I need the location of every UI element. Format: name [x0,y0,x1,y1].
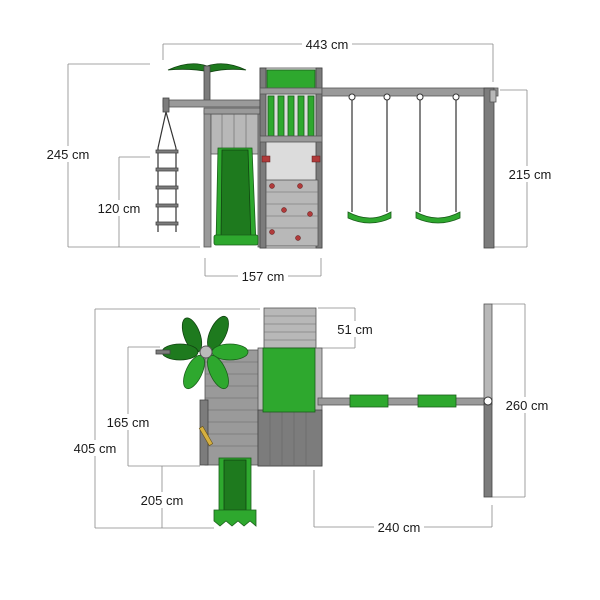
dim-lower-depth: 165 cm [104,346,200,467]
ladder-arm [162,99,264,108]
dim-total-height: 245 cm [44,63,200,248]
dim-swing-beam-length: 240 cm [313,470,493,535]
dim-tower-depth: 51 cm [318,307,377,349]
rope-ladder [155,111,179,232]
dim-tower-width: 157 cm [204,258,322,284]
dim-ladder-height: 120 cm [96,156,150,247]
swing-1 [347,93,392,224]
dim-tower-width-label: 157 cm [242,269,285,284]
dim-tower-depth-label: 51 cm [337,322,372,337]
dim-lower-depth-label: 165 cm [107,415,150,430]
canopy [167,63,247,107]
dim-total-width-label: 443 cm [306,37,349,52]
tower-top-planks [263,307,317,349]
dim-slide-length: 205 cm [138,466,186,528]
dim-total-height-label: 245 cm [47,147,90,162]
dim-total-depth-label: 405 cm [74,441,117,456]
dim-swing-beam-length-label: 240 cm [378,520,421,535]
dim-total-depth: 405 cm [70,308,260,529]
handle [198,425,214,447]
dim-ladder-height-label: 120 cm [98,201,141,216]
dim-total-width: 443 cm [162,36,494,82]
slide-front [213,147,259,246]
dim-swing-height-label: 215 cm [509,167,552,182]
upper-tower [259,67,323,249]
upper-platform [257,347,323,467]
dim-swing-frame-width: 260 cm [492,303,553,498]
slide-top [213,457,257,527]
front-view: 443 cm 245 cm 120 cm 215 cm [44,36,555,284]
dim-swing-frame-width-label: 260 cm [506,398,549,413]
dim-swing-height: 215 cm [493,89,555,248]
swing-frame-front [321,87,499,249]
swing-2 [415,93,461,224]
palm-top [155,315,249,390]
swing-frame-top [317,303,493,498]
top-view: 51 cm 165 cm 405 cm 205 cm [70,303,553,535]
dim-slide-length-label: 205 cm [141,493,184,508]
